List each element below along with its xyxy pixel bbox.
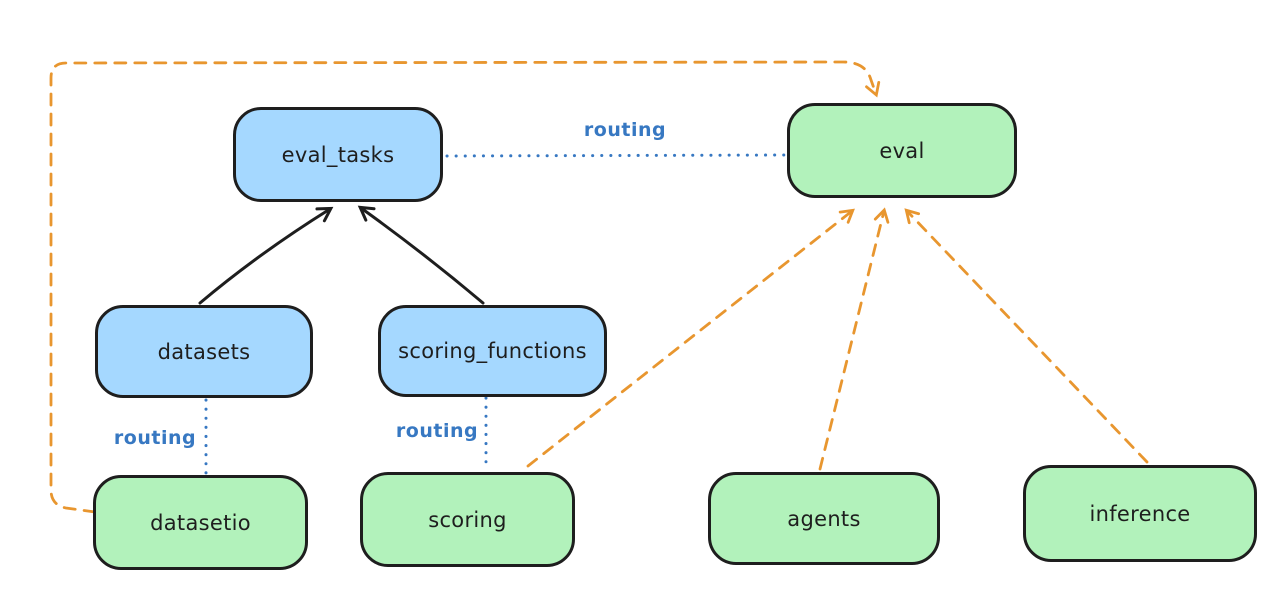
edge-datasets-to-eval-tasks: [198, 206, 334, 305]
routing-label-eval-tasks-eval: routing: [583, 119, 667, 141]
node-inference-label: inference: [1089, 501, 1191, 526]
edge-inference-to-eval: [904, 208, 1149, 464]
node-agents: agents: [708, 472, 940, 565]
node-eval: eval: [787, 103, 1017, 198]
node-datasetio-label: datasetio: [150, 510, 251, 535]
node-scoring: scoring: [360, 472, 575, 567]
edge-routing-eval-tasks-to-eval: [445, 153, 788, 158]
node-inference: inference: [1023, 465, 1257, 562]
edge-scoring-functions-to-eval-tasks: [357, 205, 485, 305]
node-datasets: datasets: [95, 305, 313, 398]
edge-scoring-to-eval: [526, 208, 855, 468]
routing-label-datasets-datasetio: routing: [113, 427, 197, 449]
node-eval-tasks: eval_tasks: [233, 107, 443, 202]
node-scoring-functions: scoring_functions: [378, 305, 607, 397]
node-eval-label: eval: [879, 138, 925, 163]
node-datasetio: datasetio: [93, 475, 308, 570]
edge-datasetio-to-eval-loop: [49, 60, 881, 514]
node-datasets-label: datasets: [157, 339, 251, 364]
node-agents-label: agents: [787, 506, 861, 531]
node-scoring-label: scoring: [428, 507, 507, 532]
edge-agents-to-eval: [818, 207, 890, 471]
node-scoring-functions-label: scoring_functions: [398, 339, 587, 363]
routing-label-scoring-functions-scoring: routing: [395, 420, 479, 442]
node-eval-tasks-label: eval_tasks: [281, 142, 395, 167]
